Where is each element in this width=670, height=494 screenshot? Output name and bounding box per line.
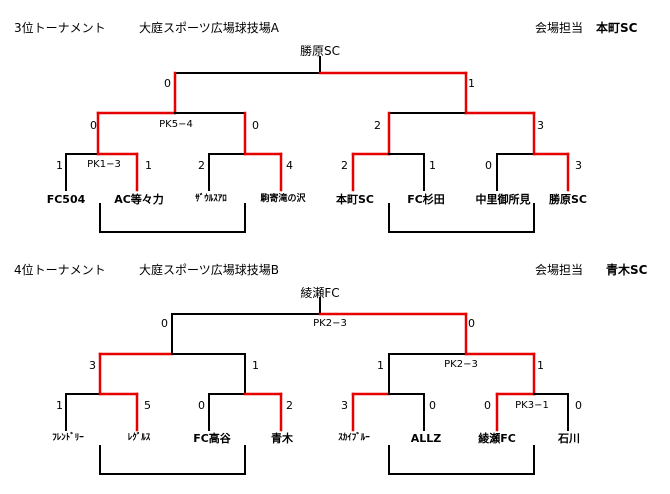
host-team-b: 青木SC	[606, 263, 648, 277]
r1-score-a-5: 2	[341, 159, 348, 172]
final-score-right-b: 0	[468, 317, 475, 330]
team-a-2: AC等々力	[114, 193, 164, 206]
team-a-1: FC504	[46, 193, 86, 206]
semi-score-a-3: 2	[374, 119, 381, 132]
team-b-1: ﾌﾚﾝﾄﾞﾘｰ	[52, 433, 84, 443]
semi-pk-a: PK5−4	[159, 119, 193, 130]
r1-score-b-7: 0	[484, 399, 491, 412]
final-score-left-b: 0	[161, 317, 168, 330]
venue-a: 大庭スポーツ広場球技場A	[139, 21, 279, 35]
team-a-6: FC杉田	[407, 193, 445, 206]
semi-score-b-3: 1	[377, 359, 384, 372]
semi-score-a-1: 0	[90, 119, 97, 132]
r1-score-b-2: 5	[144, 399, 151, 412]
team-a-3: ｻﾞｳﾙｽｱﾛ	[195, 194, 227, 204]
r1-score-a-7: 0	[485, 159, 492, 172]
team-b-7: 綾瀬FC	[478, 432, 516, 445]
r1-score-a-1: 1	[56, 159, 63, 172]
r1-score-b-1: 1	[56, 399, 63, 412]
venue-b: 大庭スポーツ広場球技場B	[139, 263, 279, 277]
tournament-title-b: 4位トーナメント	[14, 263, 106, 277]
champion-a: 勝原SC	[300, 44, 340, 58]
team-a-5: 本町SC	[336, 193, 374, 206]
champion-b: 綾瀬FC	[300, 286, 340, 300]
semi-score-b-2: 1	[252, 359, 259, 372]
team-b-8: 石川	[558, 432, 580, 445]
team-b-3: FC高谷	[193, 432, 231, 445]
r1-score-b-6: 0	[429, 399, 436, 412]
r1-score-b-3: 0	[198, 399, 205, 412]
team-a-8: 勝原SC	[549, 193, 587, 206]
host-label-a: 会場担当	[535, 21, 584, 35]
final-score-right-a: 1	[468, 77, 475, 90]
r1-pk-b: PK3−1	[515, 400, 549, 411]
team-a-7: 中里御所見	[475, 193, 531, 206]
r1-score-a-6: 1	[429, 159, 436, 172]
final-pk-b: PK2−3	[313, 318, 347, 329]
r1-score-b-4: 2	[286, 399, 293, 412]
semi-score-b-1: 3	[89, 359, 96, 372]
r1-score-a-3: 2	[198, 159, 205, 172]
r1-score-a-2: 1	[145, 159, 152, 172]
team-a-4: 駒寄滝の沢	[260, 194, 306, 204]
tournament-title-a: 3位トーナメント	[14, 21, 106, 35]
r1-score-a-4: 4	[286, 159, 293, 172]
team-b-6: ALLZ	[410, 432, 442, 445]
r1-score-b-5: 3	[341, 399, 348, 412]
team-b-5: ｽｶｲﾌﾞﾙｰ	[338, 433, 370, 443]
semi-score-a-4: 3	[537, 119, 544, 132]
final-score-left-a: 0	[164, 77, 171, 90]
semi-score-b-4: 1	[537, 359, 544, 372]
r1-score-a-8: 3	[575, 159, 582, 172]
team-b-2: ﾚｸﾞﾙｽ	[127, 433, 151, 443]
r1-pk-a: PK1−3	[87, 159, 121, 170]
semi-score-a-2: 0	[252, 119, 259, 132]
team-b-4: 青木	[271, 432, 293, 445]
semi-pk-b: PK2−3	[444, 359, 478, 370]
host-team-a: 本町SC	[596, 21, 638, 35]
r1-score-b-8: 0	[575, 399, 582, 412]
host-label-b: 会場担当	[535, 263, 584, 277]
